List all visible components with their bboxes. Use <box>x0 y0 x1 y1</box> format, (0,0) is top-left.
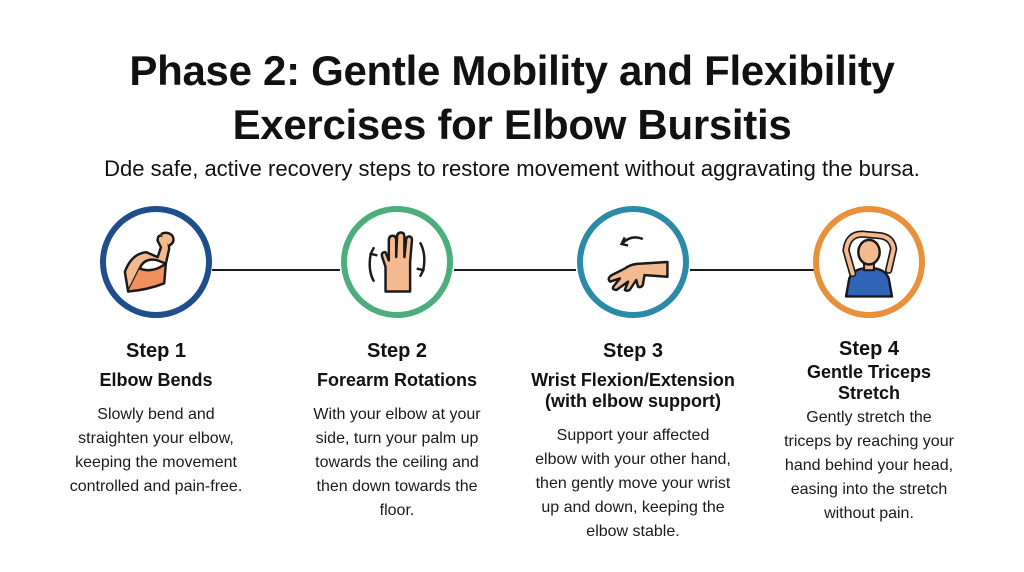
step-3-circle <box>577 206 689 318</box>
desc-line: hand behind your head, <box>784 457 954 474</box>
desc-line: triceps by reaching your <box>784 433 954 450</box>
step-2-title-line: Forearm Rotations <box>316 370 478 390</box>
step-1-title: Elbow Bends <box>99 370 212 391</box>
step-2: Step 2 Forearm Rotations With your elbow… <box>282 206 512 523</box>
desc-line: side, turn your palm up <box>315 430 479 447</box>
step-3-title-line: (with elbow support) <box>545 391 721 411</box>
rotating-hand-icon <box>368 231 426 293</box>
step-4-description: Gently stretch the triceps by reaching y… <box>784 406 954 526</box>
connector-line-1-2 <box>212 269 340 271</box>
step-4-title: Gentle Triceps Stretch <box>807 362 931 404</box>
step-2-number: Step 2 <box>366 340 428 362</box>
connector-line-3-4 <box>690 269 814 271</box>
step-4: Step 4 Gentle Triceps Stretch Gently str… <box>754 206 984 526</box>
step-1-number: Step 1 <box>125 340 187 362</box>
desc-line: floor. <box>379 502 415 519</box>
step-3: Step 3 Wrist Flexion/Extension (with elb… <box>518 206 748 544</box>
desc-line: Gently stretch the <box>806 409 932 426</box>
triceps-stretch-icon <box>842 230 898 298</box>
step-2-title: Forearm Rotations <box>317 370 477 391</box>
step-4-title-line: Gentle Triceps <box>806 362 932 382</box>
step-1-circle <box>100 206 212 318</box>
step-3-title: Wrist Flexion/Extension (with elbow supp… <box>531 370 735 412</box>
page-title: Phase 2: Gentle Mobility and Flexibility… <box>0 44 1024 152</box>
step-2-circle <box>341 206 453 318</box>
desc-line: then gently move your wrist <box>535 475 731 492</box>
desc-line: straighten your elbow, <box>78 430 234 447</box>
desc-line: Slowly bend and <box>97 406 215 423</box>
desc-line: towards the ceiling and <box>315 454 479 471</box>
step-4-number: Step 4 <box>838 338 900 360</box>
step-4-circle <box>813 206 925 318</box>
wrist-flexion-icon <box>607 236 669 292</box>
step-1-title-line: Elbow Bends <box>99 370 213 390</box>
connector-line-2-3 <box>454 269 576 271</box>
subtitle: Dde safe, active recovery steps to resto… <box>104 156 920 181</box>
desc-line: Support your affected <box>556 427 710 444</box>
step-2-description: With your elbow at your side, turn your … <box>313 403 480 523</box>
desc-line: easing into the stretch <box>790 481 948 498</box>
desc-line: then down towards the <box>316 478 478 495</box>
step-4-title-line: Stretch <box>837 383 900 403</box>
desc-line: controlled and pain-free. <box>69 478 243 495</box>
desc-line: up and down, keeping the <box>541 499 725 516</box>
flexed-arm-icon <box>123 231 175 293</box>
desc-line: without pain. <box>824 505 914 522</box>
step-3-title-line: Wrist Flexion/Extension <box>531 370 735 390</box>
step-3-description: Support your affected elbow with your ot… <box>535 424 731 544</box>
desc-line: With your elbow at your <box>313 406 481 423</box>
step-3-number: Step 3 <box>602 340 664 362</box>
desc-line: elbow stable. <box>586 523 680 540</box>
step-1: Step 1 Elbow Bends Slowly bend and strai… <box>41 206 271 499</box>
desc-line: keeping the movement <box>75 454 237 471</box>
step-1-description: Slowly bend and straighten your elbow, k… <box>70 403 243 499</box>
title-line-2: Exercises for Elbow Bursitis <box>232 101 792 148</box>
desc-line: elbow with your other hand, <box>535 451 731 468</box>
title-line-1: Phase 2: Gentle Mobility and Flexibility <box>129 47 895 94</box>
